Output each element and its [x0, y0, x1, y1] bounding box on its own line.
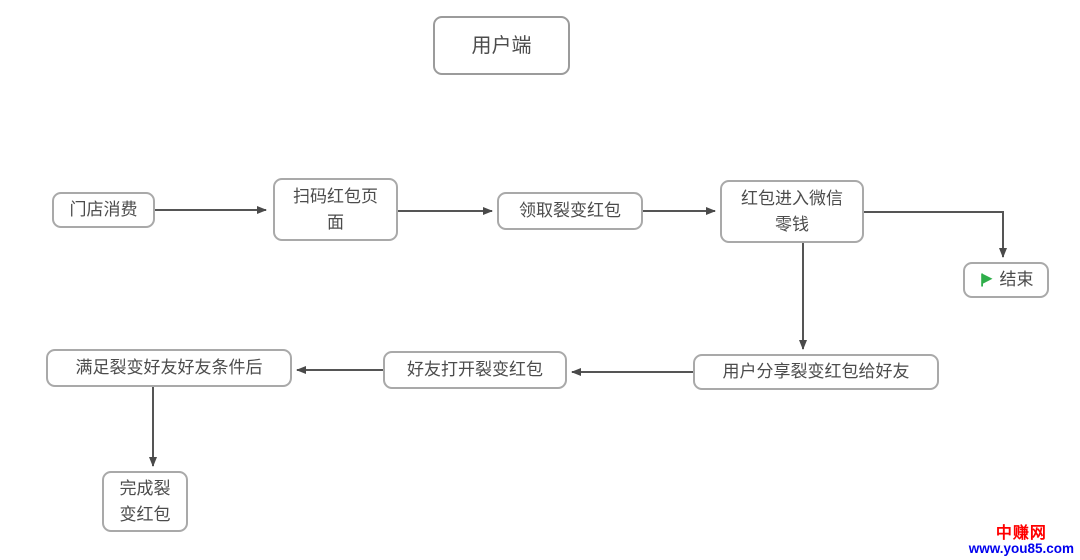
node-label: 满足裂变好友好友条件后	[75, 358, 263, 377]
node-redpacket-to-wechat-balance: 红包进入微信零钱	[720, 180, 864, 243]
node-label: 好友打开裂变红包	[407, 360, 543, 379]
node-store-consumption: 门店消费	[52, 192, 155, 228]
node-label: 用户端	[471, 34, 532, 57]
watermark-site-url: www.you85.com	[968, 541, 1074, 557]
node-label: 完成裂变红包	[119, 478, 171, 524]
watermark-site-name: 中赚网	[995, 524, 1047, 542]
node-end: 结束	[963, 262, 1049, 298]
node-user-shares-redpacket-to-friends: 用户分享裂变红包给好友	[693, 354, 939, 390]
node-label: 红包进入微信零钱	[741, 188, 843, 234]
node-label: 用户分享裂变红包给好友	[722, 362, 910, 381]
node-user-side-title: 用户端	[433, 16, 570, 75]
node-label: 门店消费	[69, 200, 138, 219]
arrow-balance-to-end	[864, 211, 1007, 258]
node-label: 结束	[999, 270, 1034, 289]
node-friend-opens-redpacket: 好友打开裂变红包	[383, 351, 567, 389]
node-receive-fission-redpacket: 领取裂变红包	[497, 192, 643, 230]
node-complete-fission-redpacket: 完成裂变红包	[102, 471, 188, 532]
node-label: 领取裂变红包	[519, 201, 621, 220]
node-fission-friend-condition-met: 满足裂变好友好友条件后	[46, 349, 292, 387]
node-scan-redpacket-page: 扫码红包页面	[273, 178, 398, 241]
node-label: 扫码红包页面	[293, 186, 378, 232]
green-flag-icon	[980, 273, 992, 287]
site-watermark: 中赚网 www.you85.com	[969, 525, 1074, 557]
